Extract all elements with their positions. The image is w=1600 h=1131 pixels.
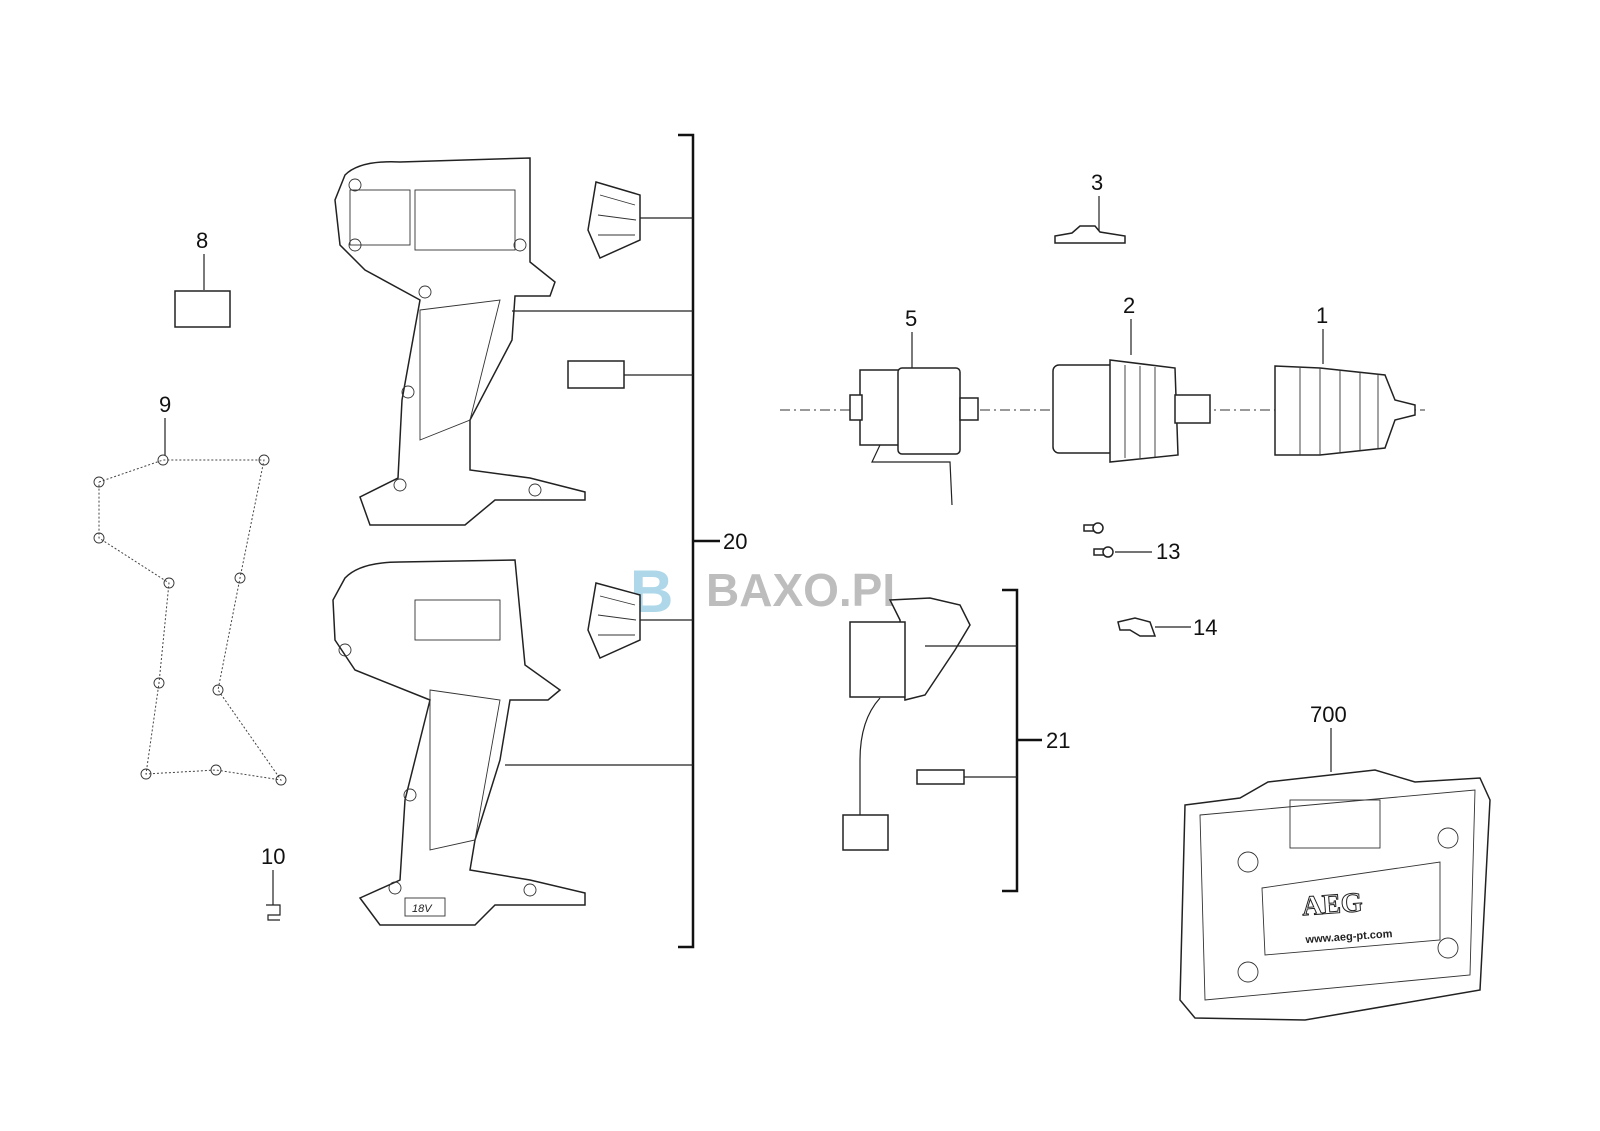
- part-3-switch-slider: 3: [1054, 170, 1126, 244]
- callout-14: 14: [1193, 615, 1217, 640]
- callout-21: 21: [1046, 728, 1070, 753]
- bracket-20: 20: [505, 133, 747, 949]
- part-5-motor: 5: [849, 306, 979, 506]
- vent-grill-bottom: [587, 582, 641, 659]
- part-10-clip: 10: [261, 844, 285, 921]
- part-9-screw-set: 9: [93, 392, 287, 786]
- callout-10: 10: [261, 844, 285, 869]
- case-brand-logo: AEG: [1301, 887, 1364, 922]
- housing-left-half: [334, 157, 586, 526]
- callout-3: 3: [1091, 170, 1103, 195]
- part-14-clip: 14: [1117, 615, 1217, 640]
- rating-label-plate: [567, 360, 625, 389]
- part-700-carry-case: 700 AEG www.aeg-pt.com: [1179, 702, 1491, 1021]
- baxo-watermark: B BAXO.PL: [630, 558, 910, 625]
- part-21-switch: 21: [842, 588, 1070, 893]
- callout-5: 5: [905, 306, 917, 331]
- part-13-screws: 13: [1083, 522, 1180, 564]
- watermark-text: BAXO.PL: [706, 564, 910, 616]
- callout-9: 9: [159, 392, 171, 417]
- part-8-label: 8: [174, 228, 231, 328]
- callout-20: 20: [723, 529, 747, 554]
- callout-13: 13: [1156, 539, 1180, 564]
- housing-right-half: 18V: [332, 559, 586, 926]
- part-2-gearbox: 2: [1052, 293, 1211, 463]
- callout-700: 700: [1310, 702, 1347, 727]
- vent-grill-top: [587, 181, 641, 259]
- callout-8: 8: [196, 228, 208, 253]
- voltage-marking: 18V: [412, 903, 433, 915]
- callout-2: 2: [1123, 293, 1135, 318]
- part-1-chuck: 1: [1274, 303, 1416, 456]
- callout-1: 1: [1316, 303, 1328, 328]
